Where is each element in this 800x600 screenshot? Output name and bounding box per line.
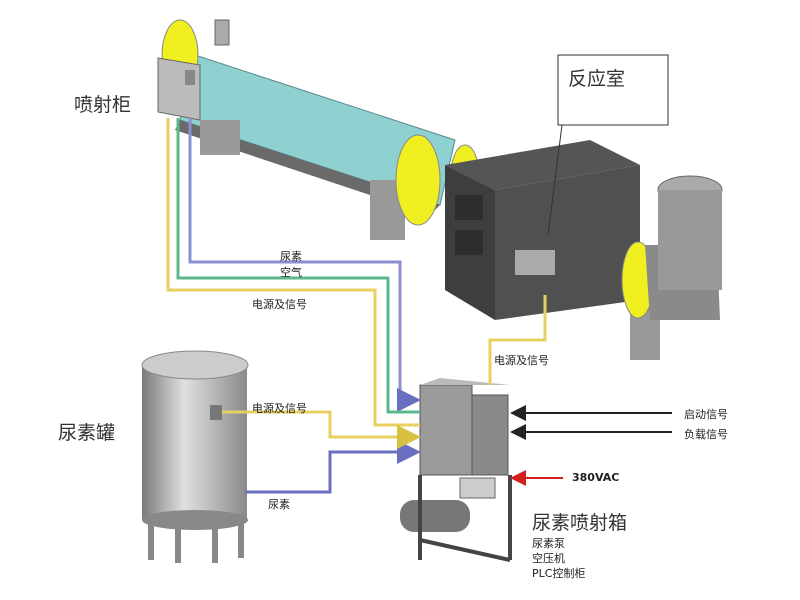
- flange-mid: [395, 134, 441, 226]
- component-plc-cabinet: PLC控制柜: [532, 567, 586, 580]
- power-line-top: [166, 118, 420, 427]
- urea-line-top: [188, 118, 421, 412]
- injection-cabinet-label: 喷射柜: [74, 94, 132, 116]
- power-supply-label: 380VAC: [572, 471, 620, 484]
- power-signal-label-reactor: 电源及信号: [494, 354, 549, 367]
- reactor: [445, 140, 660, 360]
- component-air-compressor: 空压机: [532, 552, 565, 565]
- urea-tank-line-label: 尿素: [268, 498, 290, 511]
- power-signal-label-tank: 电源及信号: [252, 402, 307, 415]
- component-urea-pump: 尿素泵: [532, 537, 565, 550]
- reaction-chamber-label: 反应室: [568, 68, 626, 90]
- urea-injection-box-label: 尿素喷射箱: [532, 512, 628, 534]
- power-line-reactor: [488, 295, 547, 385]
- power-signal-label-top: 电源及信号: [252, 298, 307, 311]
- outlet-elbow: [621, 175, 723, 320]
- injection-cabinet-unit: [157, 57, 201, 121]
- duct-pipe: [161, 19, 480, 240]
- load-signal-label: 负载信号: [684, 428, 728, 441]
- urea-line-tank: [245, 440, 421, 494]
- air-line: [176, 118, 420, 414]
- start-signal-label: 启动信号: [684, 408, 728, 421]
- injection-box-graphic: [400, 378, 512, 562]
- urea-line-label: 尿素: [280, 250, 302, 263]
- power-line-tank: [222, 410, 421, 449]
- reaction-chamber-callout: [557, 54, 669, 126]
- urea-tank-graphic: [141, 350, 249, 563]
- urea-tank-label: 尿素罐: [58, 422, 116, 444]
- air-line-label: 空气: [280, 266, 302, 279]
